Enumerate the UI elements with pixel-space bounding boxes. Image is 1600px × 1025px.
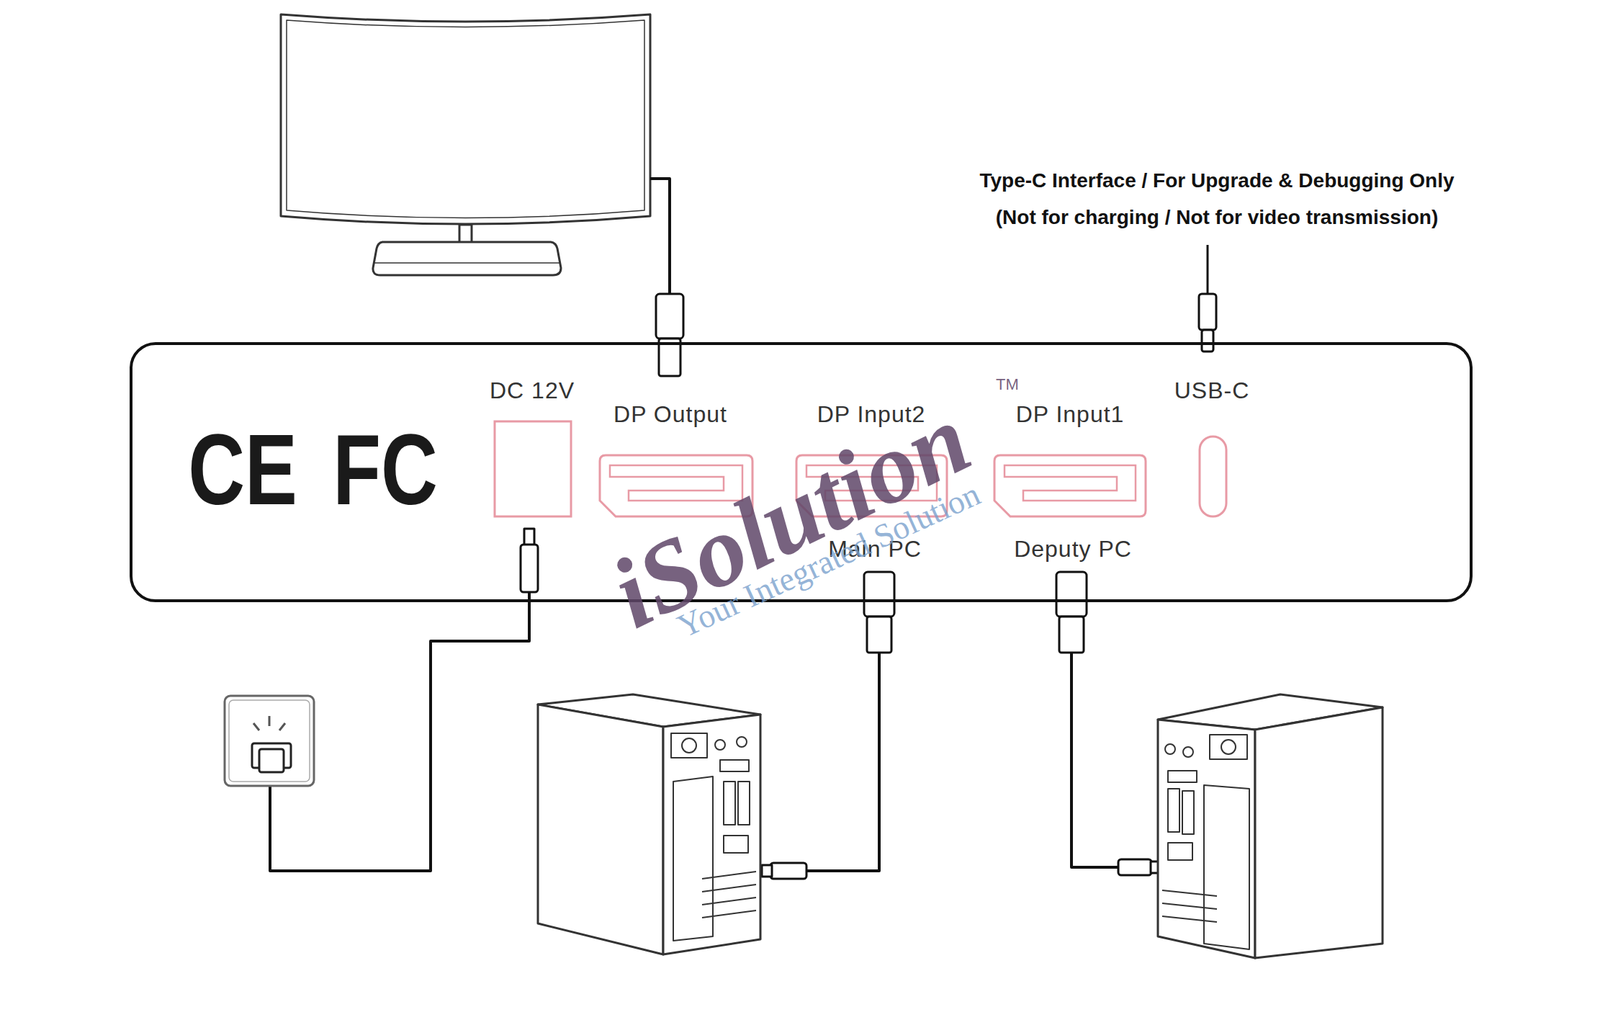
- outlet-plug-body: [259, 748, 284, 772]
- watermark: TM: [995, 376, 1019, 393]
- port-label: DP Input2: [817, 402, 927, 426]
- usb-c-port: [1199, 436, 1227, 517]
- displayport-tongue: [1004, 465, 1136, 501]
- callout-note: Type-C Interface / For Upgrade & Debuggi…: [979, 170, 1454, 191]
- displayport-tongue: [806, 465, 937, 501]
- displayport-socket: [994, 455, 1146, 517]
- outlet-holes: [253, 715, 286, 731]
- displayport-tongue: [609, 465, 743, 501]
- dp-plug: [770, 862, 807, 879]
- usb-c-leader: [1206, 244, 1210, 296]
- dp-plug: [655, 293, 684, 339]
- callout-note: (Not for charging / Not for video transm…: [995, 207, 1438, 228]
- dp-plug-head: [866, 616, 892, 653]
- port-label: Deputy PC: [1013, 537, 1132, 561]
- dp-plug: [1056, 571, 1087, 617]
- port-group: DC 12V: [478, 373, 587, 522]
- watermark: Your Integrated Solution: [672, 477, 985, 644]
- port-group: DP Input2Main PC: [780, 397, 968, 565]
- dp-plug-head: [1059, 616, 1084, 653]
- outlet-face: [228, 699, 310, 782]
- dp-plug-head: [761, 864, 772, 877]
- port-group: DP Output: [578, 397, 774, 520]
- port-group: USB-C: [1176, 373, 1249, 522]
- certification-logo: FC: [332, 419, 438, 520]
- port-label: USB-C: [1174, 378, 1251, 402]
- monitor-screen: [280, 14, 651, 224]
- dp-cable: [806, 652, 880, 871]
- port-label: Main PC: [828, 537, 922, 561]
- dc-jack: [494, 421, 572, 517]
- displayport-socket: [796, 455, 947, 517]
- dp-plug: [1118, 859, 1152, 875]
- dc-plug: [520, 544, 538, 592]
- wall-outlet: [224, 695, 314, 786]
- main-pc-tower: [537, 694, 761, 955]
- usb-c-plug-tip: [1201, 329, 1214, 352]
- dp-cable: [650, 178, 670, 296]
- port-label: DP Output: [613, 402, 728, 426]
- port-group: DP Input1Deputy PC: [974, 397, 1170, 565]
- monitor-bezel: [286, 20, 645, 219]
- dp-plug: [864, 571, 895, 617]
- kvm-switch-body: DC 12VDP OutputDP Input2Main PCDP Input1…: [129, 342, 1473, 602]
- monitor-base-edge: [374, 262, 560, 264]
- dp-cable: [1071, 652, 1120, 867]
- port-label: DP Input1: [1016, 402, 1125, 426]
- dc-plug-tip: [524, 528, 535, 546]
- certification-logo: CE: [187, 419, 298, 520]
- port-label: DC 12V: [489, 378, 575, 402]
- monitor-base: [372, 241, 561, 276]
- usb-c-plug: [1198, 293, 1217, 330]
- deputy-pc-tower: [1157, 694, 1383, 958]
- displayport-socket: [599, 455, 753, 517]
